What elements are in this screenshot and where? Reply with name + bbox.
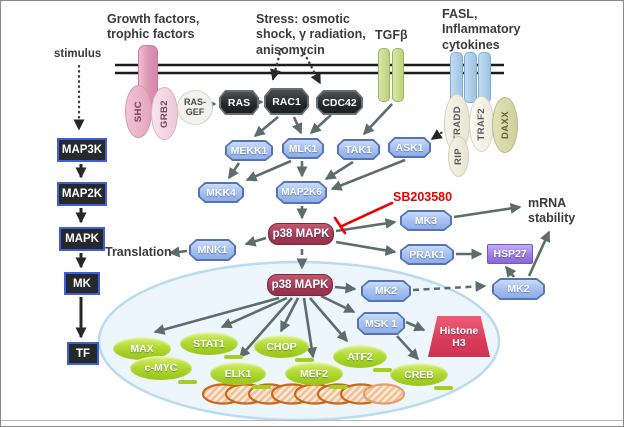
node-p38-cytoplasmic-label: p38 MAPK — [272, 228, 330, 240]
translocation-arrows — [296, 249, 487, 293]
node-ask1-label: ASK1 — [395, 141, 424, 154]
label-fasl: FASL, Inflammatory cytokines — [442, 7, 521, 52]
label-sb203580: SB203580 — [393, 190, 453, 204]
label-tgfb: TGFβ — [375, 28, 408, 42]
node-msk1-label: MSK 1 — [364, 317, 398, 330]
node-tak1-label: TAK1 — [345, 143, 372, 156]
node-msk1: MSK 1 — [357, 312, 405, 335]
stimulus-arrows — [73, 47, 452, 141]
tf-stat1: STAT1 — [180, 332, 243, 359]
adaptor-shc-label: SHC — [133, 100, 144, 123]
tf-chop: CHOP — [254, 335, 314, 362]
cascade-mapk-label: MAPK — [65, 233, 99, 245]
adaptor-grb2: GRB2 — [151, 87, 178, 140]
adaptor-shc: SHC — [125, 85, 152, 138]
node-mk2-nuclear: MK2 — [361, 280, 411, 302]
adaptor-grb2-label: GRB2 — [159, 99, 170, 128]
tf-max-label: MAX — [130, 342, 154, 355]
node-mk2-cytoplasmic-label: MK2 — [507, 283, 530, 295]
label-mrna-stability: mRNA stability — [528, 196, 576, 226]
node-mnk1-label: MNK1 — [197, 244, 228, 256]
tf-creb: CREB — [390, 363, 453, 390]
adaptor-traf2-label: TRAF2 — [476, 107, 487, 141]
node-mekk1-label: MEKK1 — [230, 144, 268, 157]
tgfb-receptor-bar-1 — [378, 48, 390, 102]
label-stimulus: stimulus — [54, 48, 102, 60]
node-prak1: PRAK1 — [400, 244, 454, 265]
adaptor-ras-gef: RAS- GEF — [177, 90, 213, 125]
tf-stat1-label: STAT1 — [193, 337, 225, 350]
node-mk3-label: MK3 — [414, 214, 438, 227]
node-mk3: MK3 — [400, 210, 452, 231]
node-mk2-cytoplasmic: MK2 — [492, 278, 545, 300]
dna-helix — [201, 383, 406, 405]
node-cdc42-label: CDC42 — [322, 96, 357, 109]
adaptor-rip: RIP — [448, 136, 469, 177]
node-cdc42: CDC42 — [316, 90, 363, 115]
cascade-tf: TF — [67, 342, 99, 365]
node-mlk1-label: MLK1 — [288, 142, 318, 155]
signal-arrows — [153, 96, 551, 361]
cascade-tf-label: TF — [75, 347, 91, 360]
node-hsp27-label: HSP27 — [493, 248, 527, 260]
node-histone-h3-label: Histone H3 — [439, 324, 479, 349]
cascade-mk-label: MK — [73, 277, 91, 290]
node-tak1: TAK1 — [337, 139, 380, 160]
cascade-map3k-label: MAP3K — [61, 144, 103, 156]
tgfb-receptor-bar-2 — [392, 48, 404, 102]
adaptor-daxx-label: DAXX — [499, 111, 511, 139]
tf-mef2-label: MEF2 — [299, 367, 328, 380]
plasma-membrane — [115, 63, 504, 75]
cascade-mapk: MAPK — [59, 227, 105, 251]
node-map2k6: MAP2K6 — [276, 181, 327, 204]
tf-elk1-label: ELK1 — [224, 367, 252, 380]
adaptor-daxx: DAXX — [492, 97, 518, 153]
node-map2k6-label: MAP2K6 — [281, 187, 322, 198]
node-histone-h3: Histone H3 — [428, 316, 490, 357]
tf-creb-label: CREB — [404, 368, 434, 381]
adaptor-ras-gef-label: RAS- GEF — [184, 96, 206, 117]
node-ras-label: RAS — [227, 96, 251, 109]
cascade-map2k: MAP2K — [57, 182, 107, 206]
node-mk2-nuclear-label: MK2 — [374, 285, 398, 297]
node-p38-nuclear: p38 MAPK — [267, 274, 333, 296]
node-rac1-label: RAC1 — [272, 95, 301, 108]
cascade-mk: MK — [64, 272, 100, 295]
node-rac1: RAC1 — [264, 88, 309, 115]
adaptor-traf2: TRAF2 — [469, 96, 494, 152]
tf-mef2: MEF2 — [285, 362, 348, 389]
label-stress: Stress: osmotic shock, γ radiation, anis… — [256, 12, 366, 57]
bottom-separator — [1, 420, 623, 421]
tf-elk1: ELK1 — [210, 362, 271, 389]
label-translation: Translation — [105, 245, 172, 259]
node-prak1-label: PRAK1 — [409, 248, 445, 261]
cytokine-receptor-bar-2 — [464, 52, 477, 103]
cascade-map3k: MAP3K — [57, 138, 107, 162]
node-mlk1: MLK1 — [282, 138, 324, 159]
adaptor-rip-label: RIP — [453, 147, 464, 166]
tf-c-myc-label: c-MYC — [144, 362, 178, 374]
node-mekk1: MEKK1 — [225, 140, 273, 161]
node-ask1: ASK1 — [388, 137, 431, 158]
node-mnk1: MNK1 — [189, 239, 236, 261]
node-mkk4-label: MKK4 — [206, 186, 236, 199]
node-mkk4: MKK4 — [198, 182, 244, 203]
cascade-map2k-label: MAP2K — [61, 188, 103, 200]
node-ras: RAS — [219, 90, 259, 115]
label-growth-factors: Growth factors, trophic factors — [107, 12, 200, 42]
node-p38-nuclear-label: p38 MAPK — [271, 279, 329, 291]
inhibitor-line — [333, 201, 394, 235]
tf-chop-label: CHOP — [266, 340, 297, 353]
tf-atf2: ATF2 — [333, 345, 392, 372]
tf-atf2-label: ATF2 — [347, 350, 373, 363]
node-hsp27: HSP27 — [487, 244, 533, 264]
node-p38-cytoplasmic: p38 MAPK — [268, 223, 334, 245]
tf-c-myc: c-MYC — [130, 356, 197, 384]
